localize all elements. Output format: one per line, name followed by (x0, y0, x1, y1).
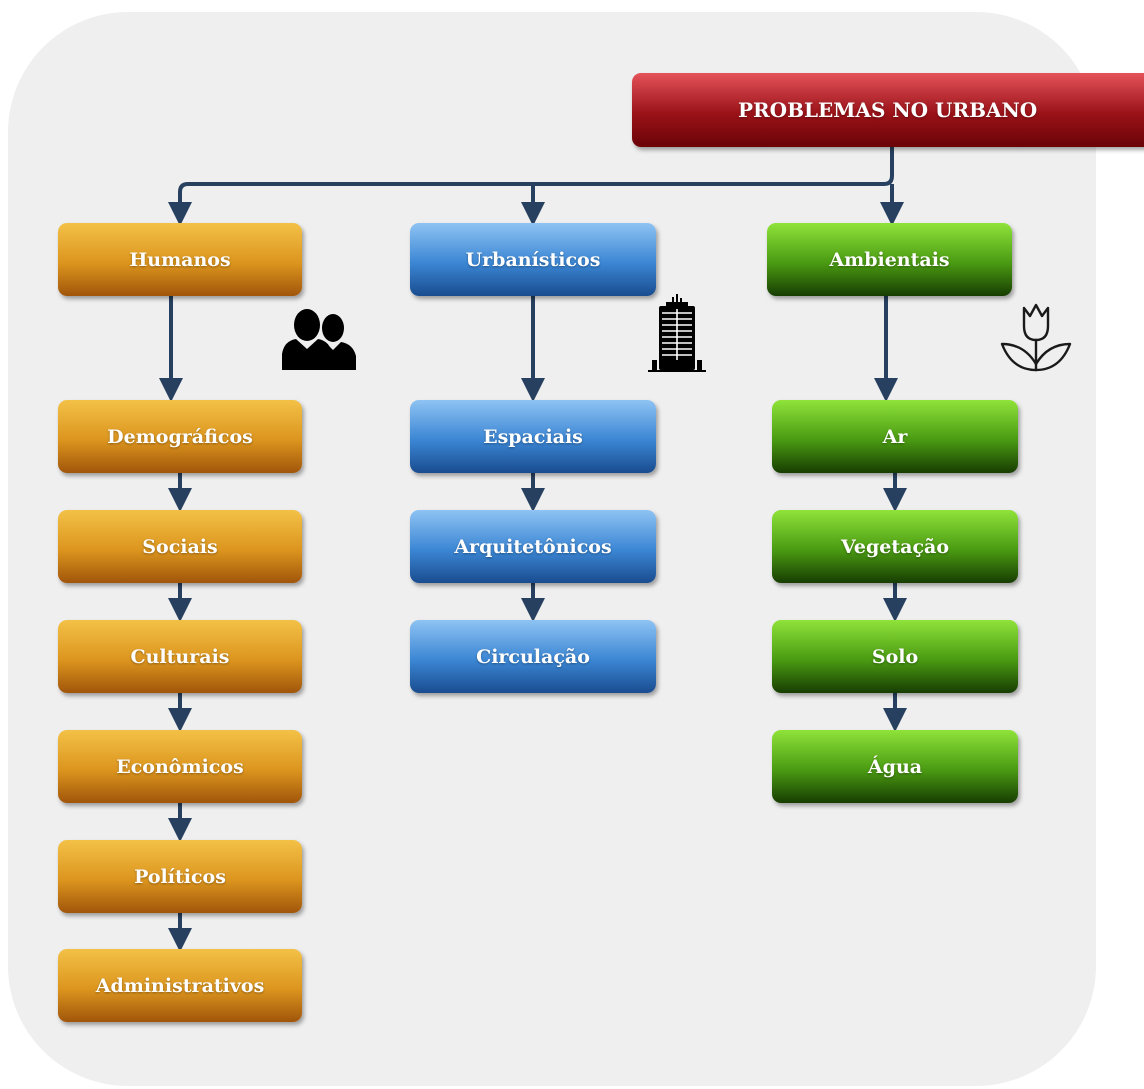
node-label: Demográficos (107, 425, 253, 448)
node-politicos: Políticos (58, 840, 302, 913)
node-culturais: Culturais (58, 620, 302, 693)
people-icon (282, 309, 356, 370)
node-solo: Solo (772, 620, 1018, 693)
node-label: Água (867, 755, 923, 778)
category-urbanisticos: Urbanísticos (410, 223, 656, 296)
node-demograficos: Demográficos (58, 400, 302, 473)
node-ar: Ar (772, 400, 1018, 473)
category-humanos: Humanos (58, 223, 302, 296)
node-agua: Água (772, 730, 1018, 803)
node-administrativos: Administrativos (58, 949, 302, 1022)
node-arquitetonicos: Arquitetônicos (410, 510, 656, 583)
building-icon (648, 294, 706, 372)
category-label: Humanos (129, 248, 231, 271)
category-label: Ambientais (829, 248, 950, 271)
root-node: PROBLEMAS NO URBANO (632, 73, 1144, 147)
node-label: Ar (882, 425, 908, 448)
node-label: Administrativos (95, 974, 265, 997)
node-label: Circulação (476, 645, 590, 668)
node-label: Culturais (130, 645, 230, 668)
node-circulacao: Circulação (410, 620, 656, 693)
node-vegetacao: Vegetação (772, 510, 1018, 583)
node-label: Arquitetônicos (454, 535, 612, 558)
category-ambientais: Ambientais (767, 223, 1012, 296)
node-label: Sociais (142, 535, 218, 558)
node-label: Solo (871, 645, 919, 668)
root-trunk (168, 147, 894, 226)
flower-icon (1000, 303, 1072, 372)
category-label: Urbanísticos (465, 248, 601, 271)
node-label: Econômicos (116, 755, 244, 778)
node-label: Espaciais (483, 425, 583, 448)
node-espaciais: Espaciais (410, 400, 656, 473)
node-label: Vegetação (840, 535, 950, 558)
node-label: Políticos (134, 865, 226, 888)
node-sociais: Sociais (58, 510, 302, 583)
node-economicos: Econômicos (58, 730, 302, 803)
root-label: PROBLEMAS NO URBANO (738, 98, 1038, 122)
